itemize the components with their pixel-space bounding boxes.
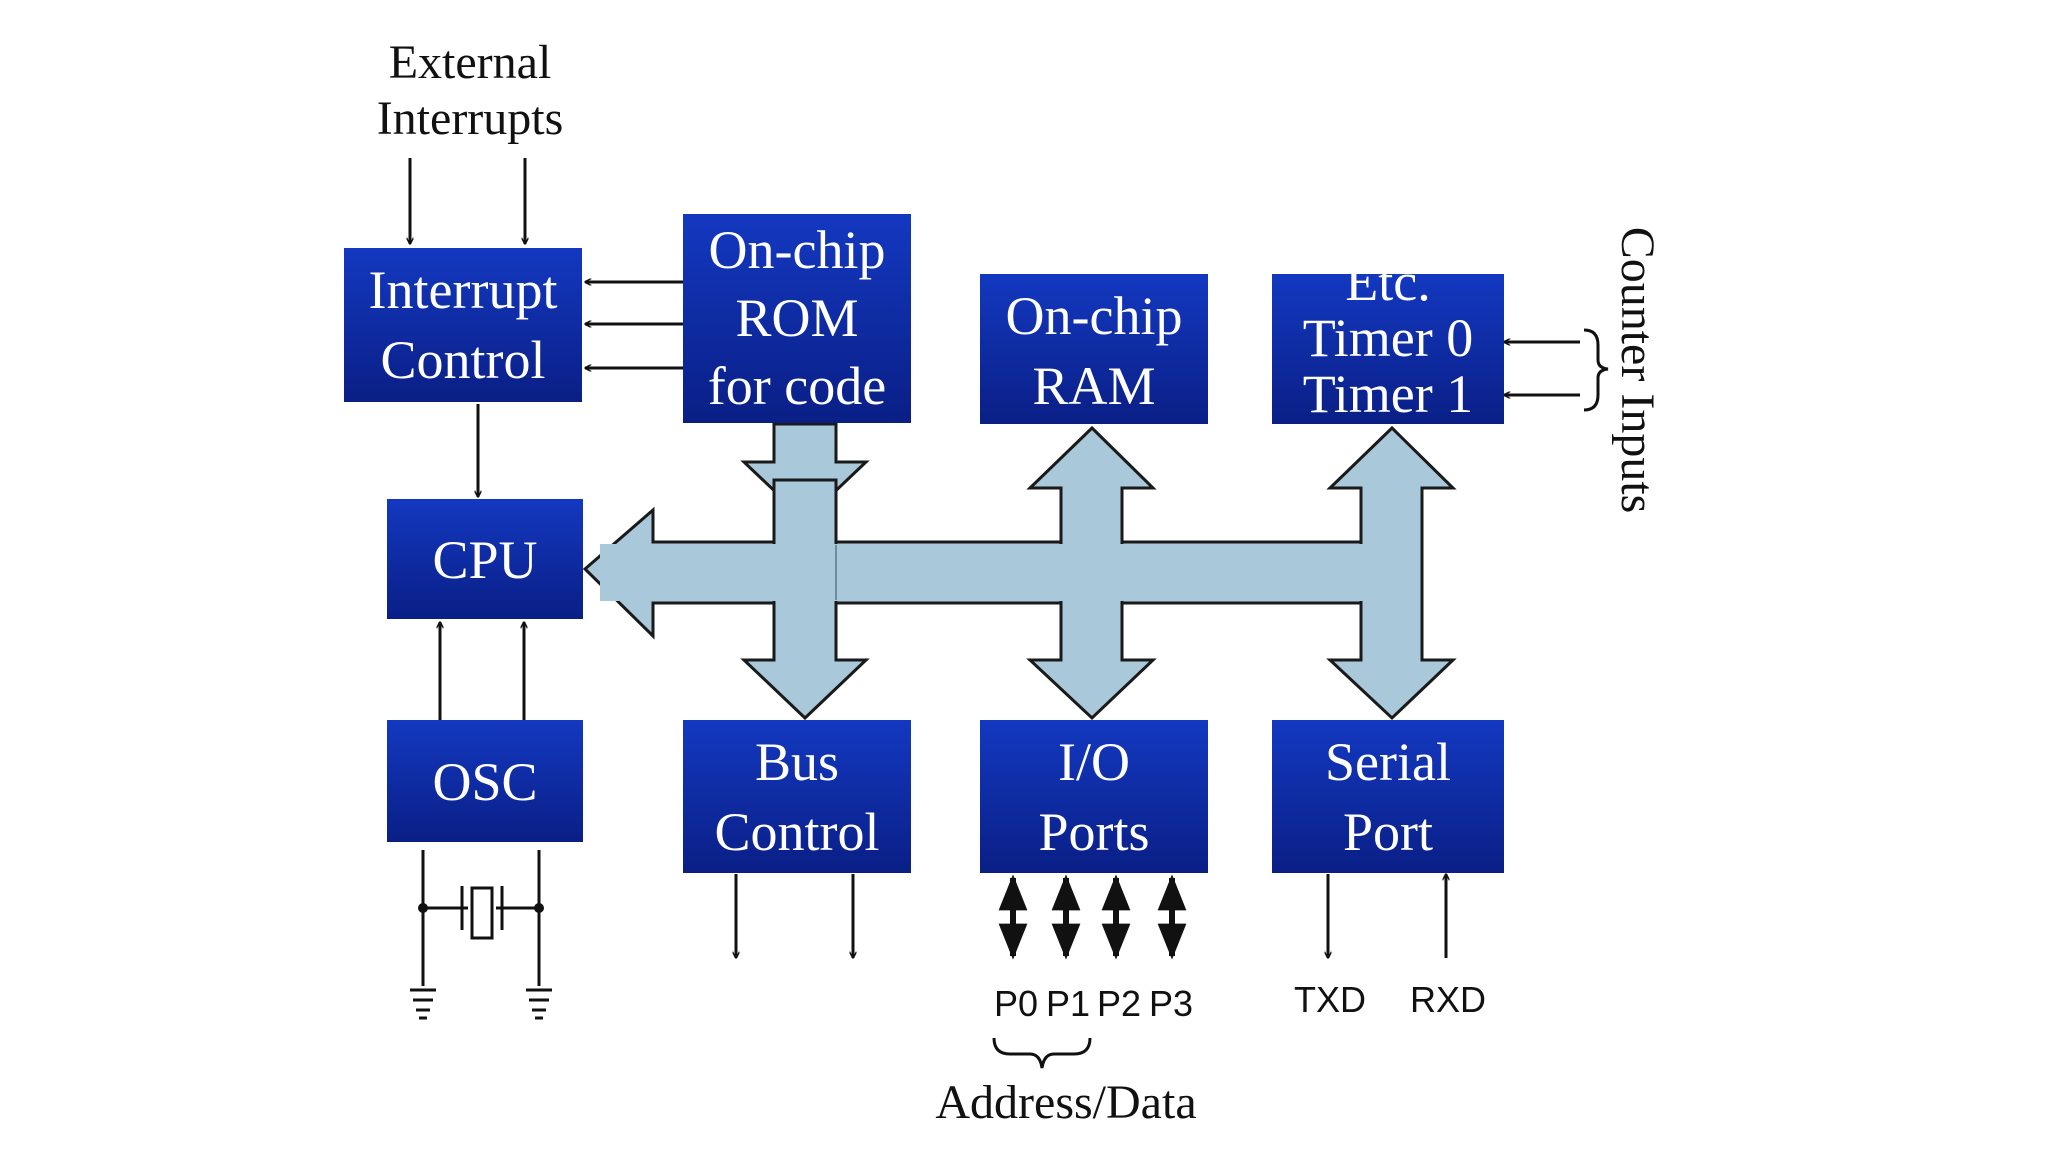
- address-data-brace-icon: [992, 1037, 1092, 1069]
- timers-block: Etc. Timer 0 Timer 1: [1272, 252, 1504, 424]
- external-interrupts-line-2: Interrupts: [377, 92, 564, 145]
- address-data-label: Address/Data: [935, 1076, 1196, 1129]
- bus-junction-fill: [600, 544, 1390, 601]
- ground-icon-left: [410, 988, 436, 1020]
- serial-port-line-1: Serial: [1325, 732, 1451, 792]
- ram-junction-fill: [1063, 490, 1120, 662]
- serial-port-line-2: Port: [1343, 802, 1433, 862]
- xtal-right-node: [534, 903, 544, 913]
- timers-line-1: Etc.: [1345, 252, 1430, 312]
- counter-brace-icon: [1583, 328, 1609, 412]
- rxd-label: RXD: [1410, 979, 1486, 1020]
- interrupt-control-block: Interrupt Control: [344, 248, 582, 402]
- rom-line-1: On-chip: [709, 220, 886, 280]
- osc-block: OSC: [387, 720, 583, 842]
- timers-line-3: Timer 1: [1303, 364, 1474, 424]
- rom-block: On-chip ROM for code: [683, 214, 911, 423]
- port-p0-label: P0: [994, 983, 1038, 1024]
- interrupt-control-line-2: Control: [380, 330, 545, 390]
- cpu-block: CPU: [387, 499, 583, 619]
- crystal-oscillator-circuit: [410, 850, 552, 1020]
- port-p2-label: P2: [1097, 983, 1141, 1024]
- io-ports-line-2: Ports: [1038, 802, 1149, 862]
- interrupt-control-line-1: Interrupt: [369, 260, 558, 320]
- xtal-left-node: [418, 903, 428, 913]
- txd-label: TXD: [1294, 979, 1366, 1020]
- rom-line-2: ROM: [735, 288, 858, 348]
- rom-line-3: for code: [708, 356, 886, 416]
- external-interrupts-line-1: External: [389, 36, 552, 89]
- osc-label: OSC: [432, 752, 537, 812]
- bus-control-line-1: Bus: [755, 732, 839, 792]
- port-p3-label: P3: [1149, 983, 1193, 1024]
- io-ports-block: I/O Ports: [980, 720, 1208, 873]
- connections: [410, 158, 1609, 1069]
- bus-control-block: Bus Control: [683, 720, 911, 873]
- ram-line-2: RAM: [1032, 356, 1155, 416]
- timer-junction-fill: [1363, 490, 1420, 662]
- rom-junction-fill: [776, 482, 834, 662]
- serial-port-block: Serial Port: [1272, 720, 1504, 873]
- timers-line-2: Timer 0: [1303, 308, 1474, 368]
- internal-bus: [582, 422, 1457, 721]
- crystal-icon: [470, 886, 494, 940]
- port-p1-label: P1: [1046, 983, 1090, 1024]
- ground-icon-right: [526, 988, 552, 1020]
- io-ports-line-1: I/O: [1058, 732, 1130, 792]
- ram-line-1: On-chip: [1006, 286, 1183, 346]
- cpu-label: CPU: [432, 530, 537, 590]
- bus-control-line-2: Control: [714, 802, 879, 862]
- ram-block: On-chip RAM: [980, 274, 1208, 424]
- counter-inputs-label: Counter Inputs: [1611, 227, 1664, 514]
